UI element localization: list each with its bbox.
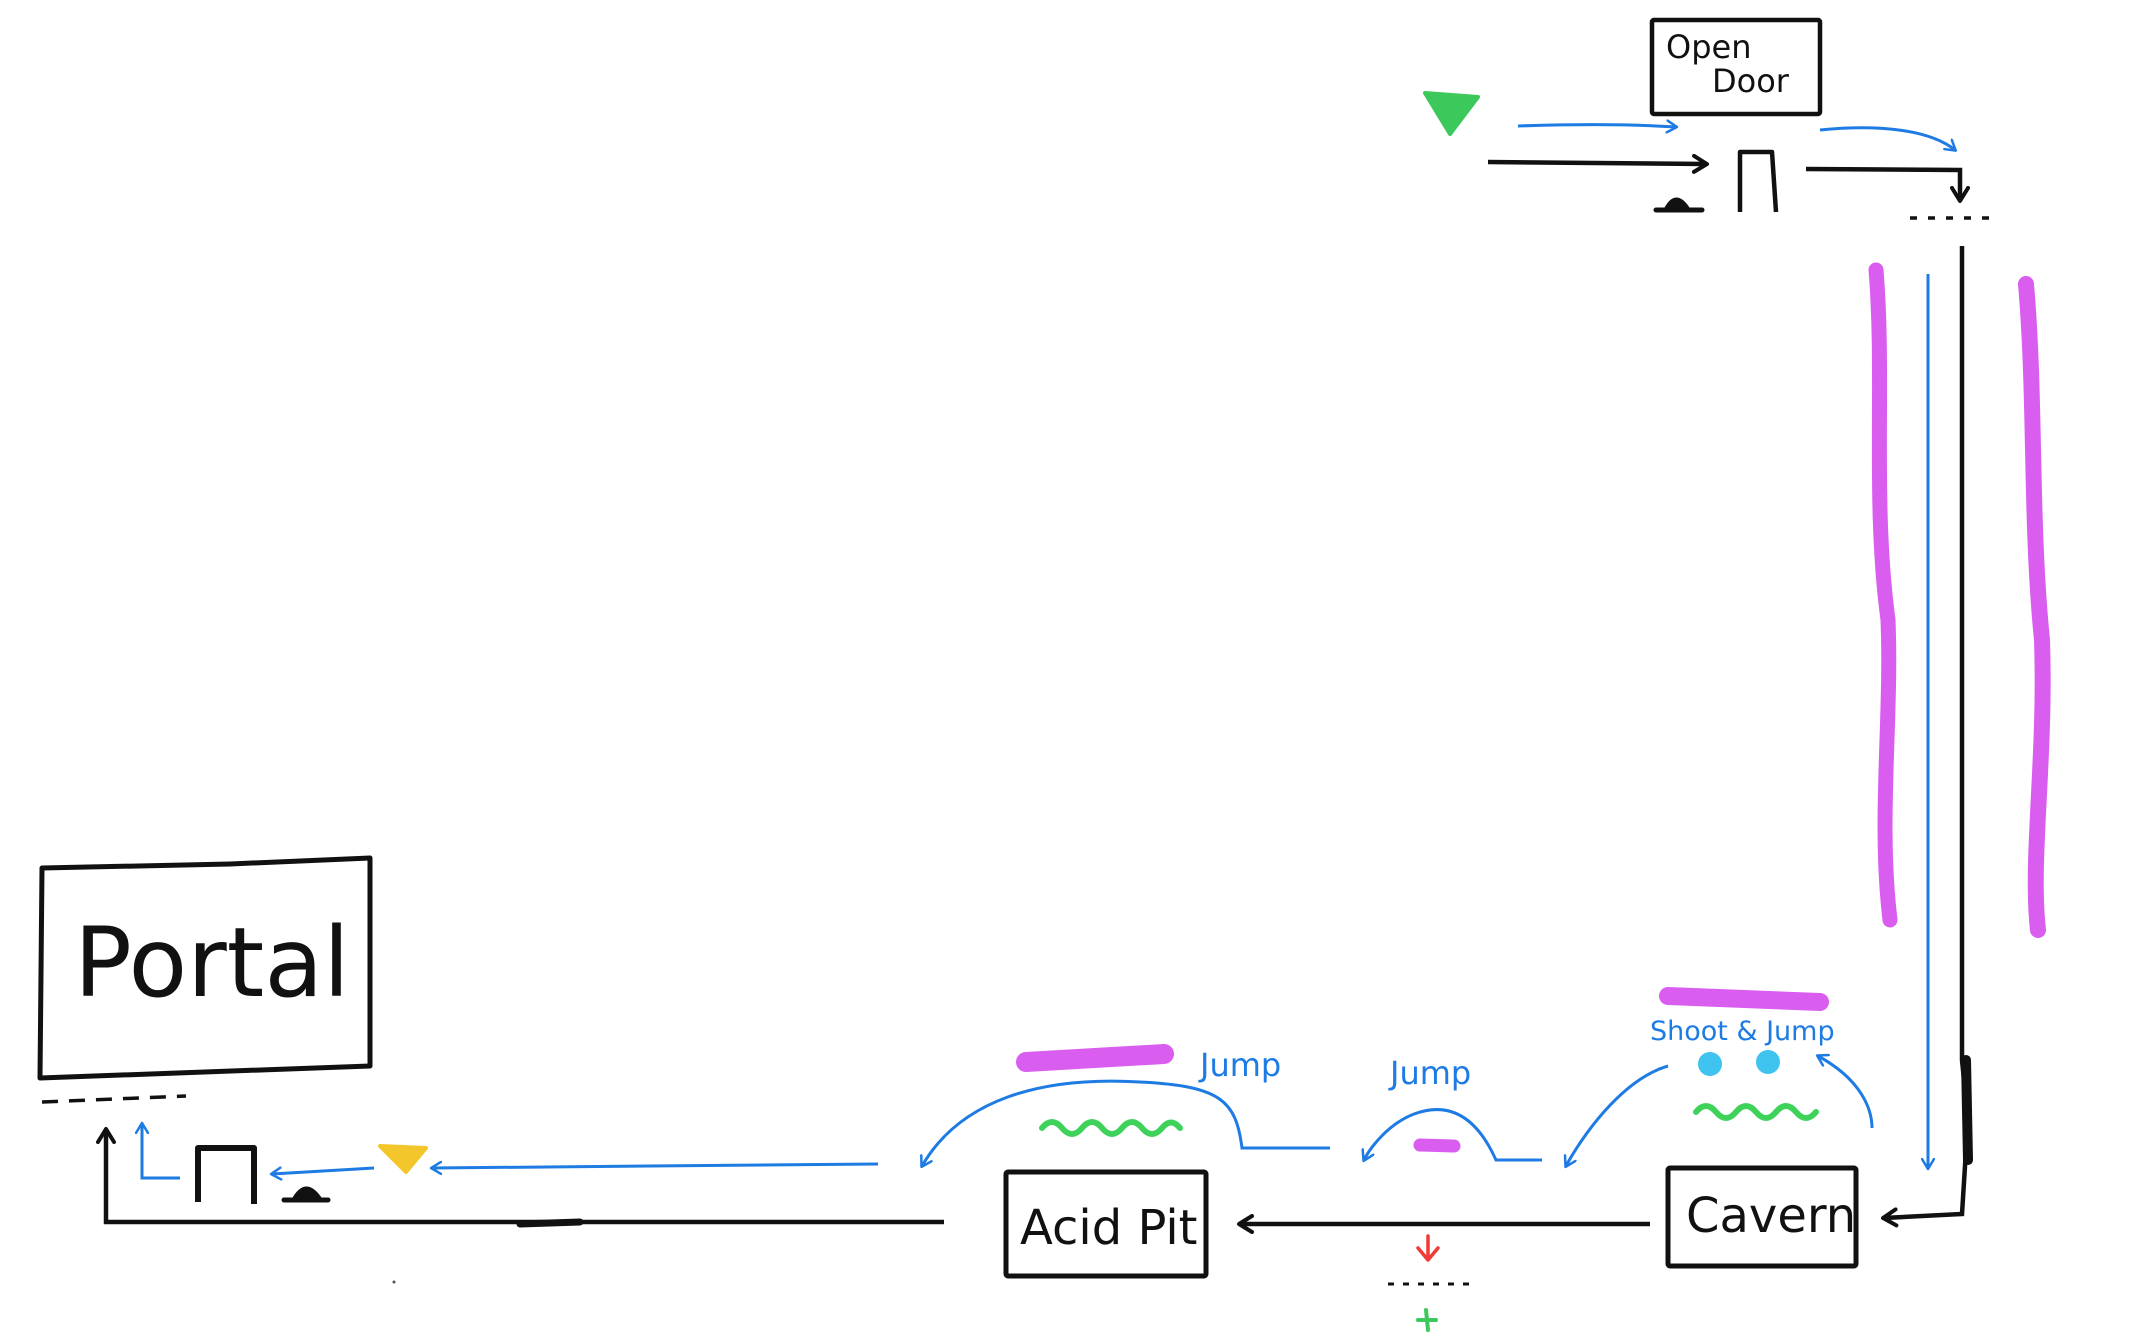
enemy-dot-icon [1698,1052,1722,1076]
acid-pit-room: Acid Pit [1003,1169,1209,1279]
portal-door-icon [195,1145,257,1204]
open-door-label-line2: Door [1712,62,1790,100]
acid-wave-pit [1039,1119,1183,1137]
portal-pressure-plate-icon [281,1186,331,1203]
acid-wave-cavern [1693,1103,1819,1121]
stray-mark [516,1218,584,1228]
cavern-room: Cavern [1665,1165,1859,1269]
floor-line-top-right [1805,166,1970,203]
path-arrow-jump-middle [1364,1108,1542,1160]
open-door-room: Open Door [1649,17,1823,117]
enemy-dot-icon [1756,1050,1780,1074]
hazard-wall-left [1868,262,1898,928]
portal-label: Portal [74,907,350,1019]
path-arrow-shoot-jump-up [1818,1056,1874,1129]
spawn-marker-icon [1423,91,1480,136]
portal-room: Portal [37,855,373,1081]
small-hazard-bar [1413,1138,1461,1153]
jump-left-label: Jump [1198,1046,1281,1084]
path-arrow-shoot-jump-down [1566,1064,1669,1166]
jump-middle-label: Jump [1388,1054,1471,1092]
path-arrow-jump-left [922,1079,1330,1166]
ledge-dashes-portal [41,1094,187,1104]
checkpoint-marker-icon [378,1144,428,1174]
respawn-plus-icon [1416,1308,1438,1332]
acid-pit-label: Acid Pit [1020,1200,1198,1256]
death-marker-icon [1416,1234,1440,1262]
shoot-and-jump-label: Shoot & Jump [1650,1016,1835,1047]
vertical-shaft [1881,246,1973,1228]
floor-line-acid-pit-to-portal [96,1127,944,1225]
hazard-wall-right [2018,276,2051,938]
path-arrow-after-door [1819,126,1955,150]
path-arrow-to-checkpoint [432,1164,879,1168]
floor-line-top [1487,153,1709,174]
path-arrow-to-door [1517,125,1676,127]
door-icon [1737,149,1779,213]
open-door-label-line1: Open [1666,28,1751,66]
cavern-hazard-bar [1659,987,1829,1011]
path-arrow-up-to-portal [142,1124,180,1180]
cavern-label: Cavern [1686,1188,1856,1244]
pressure-plate-icon [1653,197,1705,213]
acid-pit-hazard-bar [1016,1044,1174,1072]
path-arrow-to-portal-door [272,1168,375,1174]
stray-dot [392,1280,396,1284]
